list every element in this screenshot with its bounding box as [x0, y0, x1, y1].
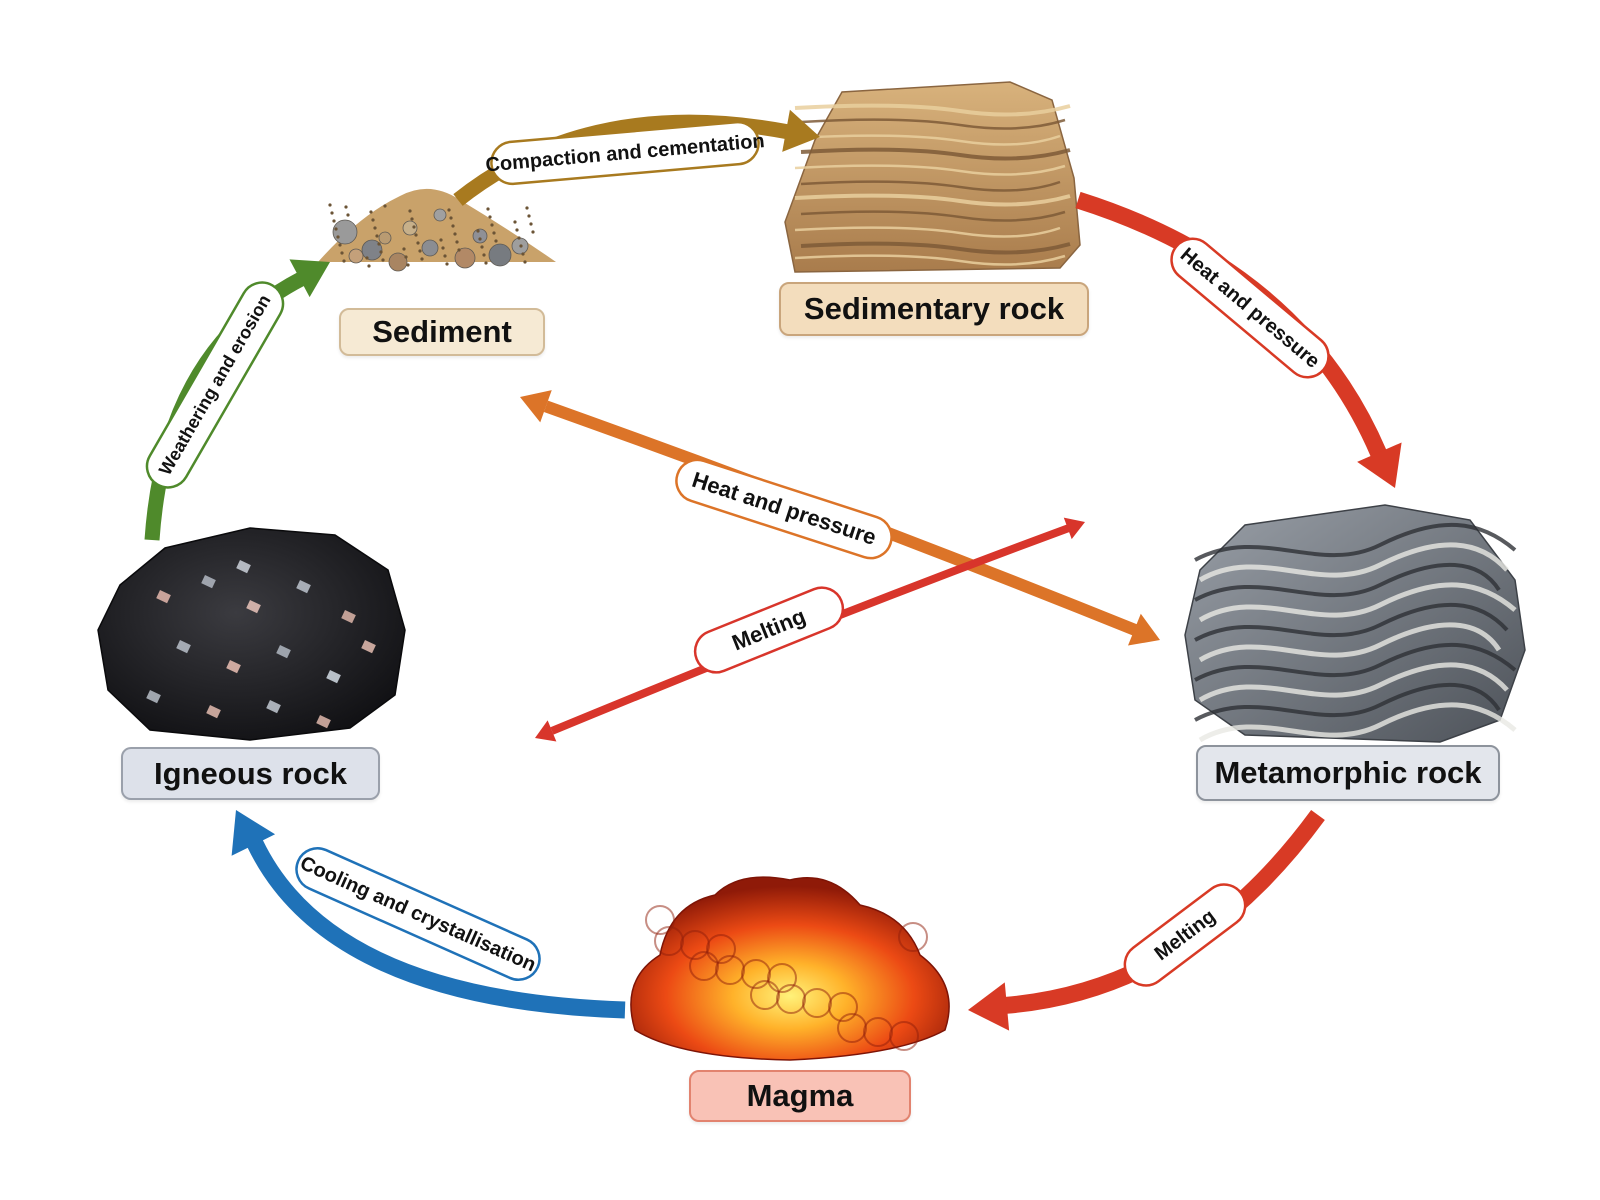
- arrow-igneous-to-sediment: Weathering and erosion: [144, 259, 330, 541]
- arrow-shaft: [247, 839, 626, 1019]
- igneous-rock-label: Igneous rock: [121, 747, 380, 800]
- arrow-label-pill: [1170, 237, 1330, 379]
- metamorphic-rock-label: Metamorphic rock: [1196, 745, 1500, 801]
- arrow-label: Cooling and crystallisation: [295, 847, 541, 981]
- arrow-label-pill: [490, 120, 760, 186]
- arrow-metamorphic-to-magma: Melting: [968, 809, 1325, 1031]
- arrow-magma-to-igneous: Cooling and crystallisation: [231, 810, 626, 1019]
- arrow-label: Heat and pressure: [675, 458, 893, 560]
- arrow-label-pill: [145, 281, 285, 489]
- arrowhead: [535, 720, 557, 742]
- magma-label: Magma: [689, 1070, 911, 1122]
- arrow-label: Weathering and erosion: [145, 281, 285, 489]
- arrow-label-pill: [675, 458, 893, 560]
- arrowhead: [782, 109, 820, 152]
- sediment-label: Sediment: [339, 308, 545, 356]
- arrow-label: Melting: [693, 586, 845, 674]
- sedimentary-rock-label: Sedimentary rock: [779, 282, 1089, 336]
- arrowhead: [1063, 517, 1085, 540]
- arrowhead: [520, 390, 552, 423]
- arrow-label-text: Heat and pressure: [1176, 244, 1324, 373]
- arrow-shaft: [1075, 191, 1387, 457]
- arrow-label-text: Weathering and erosion: [155, 291, 275, 478]
- arrowhead: [1357, 442, 1402, 488]
- arrow-label-pill: [295, 847, 541, 981]
- arrow-label-pill: [693, 586, 845, 674]
- arrowhead: [968, 982, 1010, 1031]
- sediment-pile-icon: [318, 188, 556, 272]
- speckled-igneous-rock-icon: [97, 527, 406, 741]
- glowing-magma-icon: [630, 876, 950, 1061]
- layered-sedimentary-rock-icon: [784, 81, 1081, 273]
- arrowhead: [1128, 613, 1160, 646]
- arrow-sedimentary-to-metamorphic: Heat and pressure: [1075, 191, 1402, 488]
- arrow-label: Heat and pressure: [1170, 237, 1330, 379]
- arrow-label: Melting: [1123, 883, 1247, 987]
- arrowhead: [289, 259, 330, 298]
- arrowhead: [231, 810, 276, 856]
- banded-metamorphic-rock-icon: [1184, 504, 1526, 743]
- arrow-sediment-to-sedimentary: Compaction and cementation: [453, 109, 820, 206]
- arrow-metamorphic-to-igneous: Melting: [535, 517, 1085, 742]
- arrow-label-text: Cooling and crystallisation: [297, 852, 539, 976]
- arrow-label-pill: [1123, 883, 1247, 987]
